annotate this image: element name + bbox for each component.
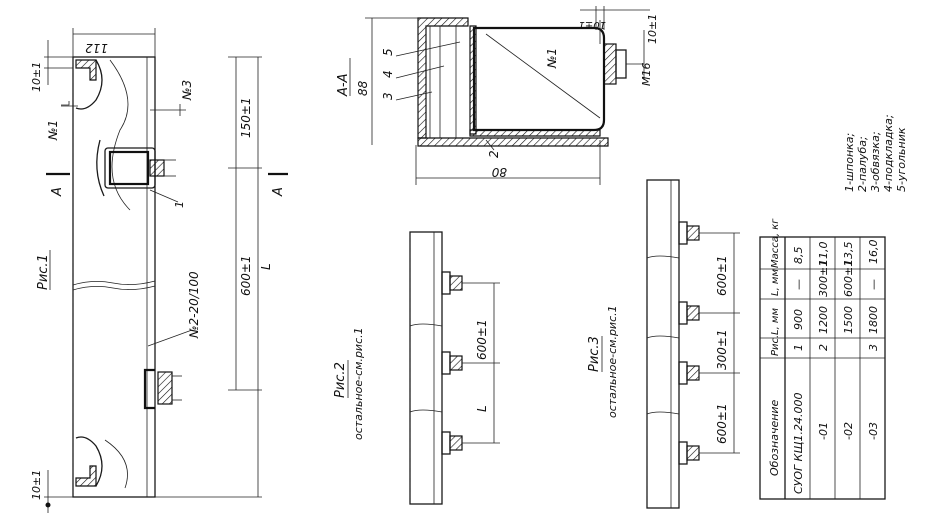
fig1-label-no2: №2-20/100: [187, 271, 201, 339]
fig3-dim-1: 600±1: [715, 255, 729, 296]
table-cell: -02: [842, 422, 855, 440]
table-cell: 600±1: [842, 260, 855, 297]
parts-list: 1-шпонка; 2-палуба; 3-обвязка; 4-подклад…: [843, 114, 908, 192]
table-cell: 16,0: [867, 240, 880, 265]
section-aa-part-5: 5: [381, 48, 395, 56]
section-aa-title: А-А: [336, 74, 351, 97]
fig1-dim-150: 150±1: [239, 97, 253, 138]
table-cell: 1500: [842, 306, 855, 334]
section-aa-dim-width: 80: [491, 165, 507, 179]
table-cell: 8,5: [792, 247, 805, 265]
fig1-label-no3: №3: [180, 80, 194, 101]
table-cell: 1800: [867, 306, 880, 334]
table-header-mass: Масса, кг: [770, 218, 781, 268]
spec-table: Обозначение Рис. L, мм L, мм Масса, кг С…: [759, 218, 886, 500]
section-aa-part-2: 2: [487, 150, 501, 158]
table-cell: СУОГ КЩ1.24.000: [792, 393, 805, 495]
parts-list-item-1: 1-шпонка;: [843, 133, 856, 192]
beam-outline: [72, 56, 156, 498]
fig2-bolt: [441, 351, 500, 375]
table-cell: 11,0: [817, 242, 830, 267]
fig1-dim-width: 112: [85, 41, 108, 55]
table-header-L1: L, мм: [770, 308, 781, 335]
fig1-dim-top: 10±1: [30, 62, 43, 92]
figure-2: 600±1 L Рис.2 остальное-см.рис.1: [333, 231, 500, 505]
table-cell: 300±1: [817, 260, 830, 297]
fig2-dim-L: L: [475, 405, 489, 412]
fig2-title: Рис.2: [333, 362, 348, 398]
section-aa-label-no1: №1: [545, 48, 559, 69]
fig3-dim-3: 600±1: [715, 403, 729, 444]
fig3-note: остальное-см.рис.1: [606, 305, 619, 418]
fig1-dim-L: L: [259, 263, 273, 270]
fig1-section-mark-right: А: [271, 187, 286, 197]
table-cell: 1200: [817, 306, 830, 334]
table-header-L2: L, мм: [770, 269, 781, 296]
fig3-bolt: [678, 441, 740, 465]
fig1-label-no1: №1: [46, 120, 60, 141]
fig2-dim-600: 600±1: [475, 319, 489, 360]
fig3-bolt: [678, 361, 740, 385]
fig2-note: остальное-см.рис.1: [352, 327, 365, 440]
parts-list-item-4: 4-подкладка;: [882, 114, 895, 192]
table-cell: —: [867, 279, 880, 290]
table-cell: 13,5: [842, 242, 855, 267]
fig3-bolt: [678, 301, 740, 325]
fig2-bolt: [441, 271, 500, 295]
figure-1: 112 10±1 10±1 №1 А А №3 1 №2-20/100: [30, 28, 288, 513]
table-cell: —: [792, 279, 805, 290]
table-cell: -03: [867, 422, 880, 440]
table-cell: 3: [867, 344, 880, 351]
fig1-leader-1: 1: [173, 201, 186, 208]
fig3-title: Рис.3: [587, 336, 602, 372]
fig3-bolt: [678, 221, 740, 245]
table-cell: -01: [817, 422, 830, 440]
fig1-title: Рис.1: [36, 254, 51, 290]
section-a-a: А-А 88 80 10±1 10±1 М1: [336, 6, 659, 185]
section-aa-dim-height: 88: [356, 80, 370, 96]
table-header-fig: Рис.: [770, 335, 781, 356]
parts-list-item-2: 2-палуба;: [856, 136, 869, 192]
fig1-dim-600: 600±1: [239, 255, 253, 296]
table-header-designation: Обозначение: [768, 399, 781, 476]
parts-list-item-3: 3-обвязка;: [869, 131, 882, 192]
section-aa-bolt: М16: [640, 63, 653, 87]
fig3-dim-2: 300±1: [715, 329, 729, 370]
section-aa-part-3: 3: [381, 92, 395, 100]
section-aa-dim-right: 10±1: [646, 14, 659, 44]
fig2-bolt: [441, 431, 500, 455]
parts-list-item-5: 5-угольник: [895, 127, 908, 192]
section-aa-part-4: 4: [381, 70, 395, 78]
table-cell: 900: [792, 309, 805, 330]
table-cell: 1: [792, 344, 805, 351]
figure-3: 600±1 300±1 600±1 Рис.3 остальное-см.рис…: [587, 179, 740, 509]
section-aa-dim-top: 10±1: [579, 19, 606, 30]
fig1-section-mark-left: А: [50, 187, 65, 197]
fig1-dim-bottom: 10±1: [30, 470, 43, 500]
table-cell: 2: [817, 344, 830, 351]
